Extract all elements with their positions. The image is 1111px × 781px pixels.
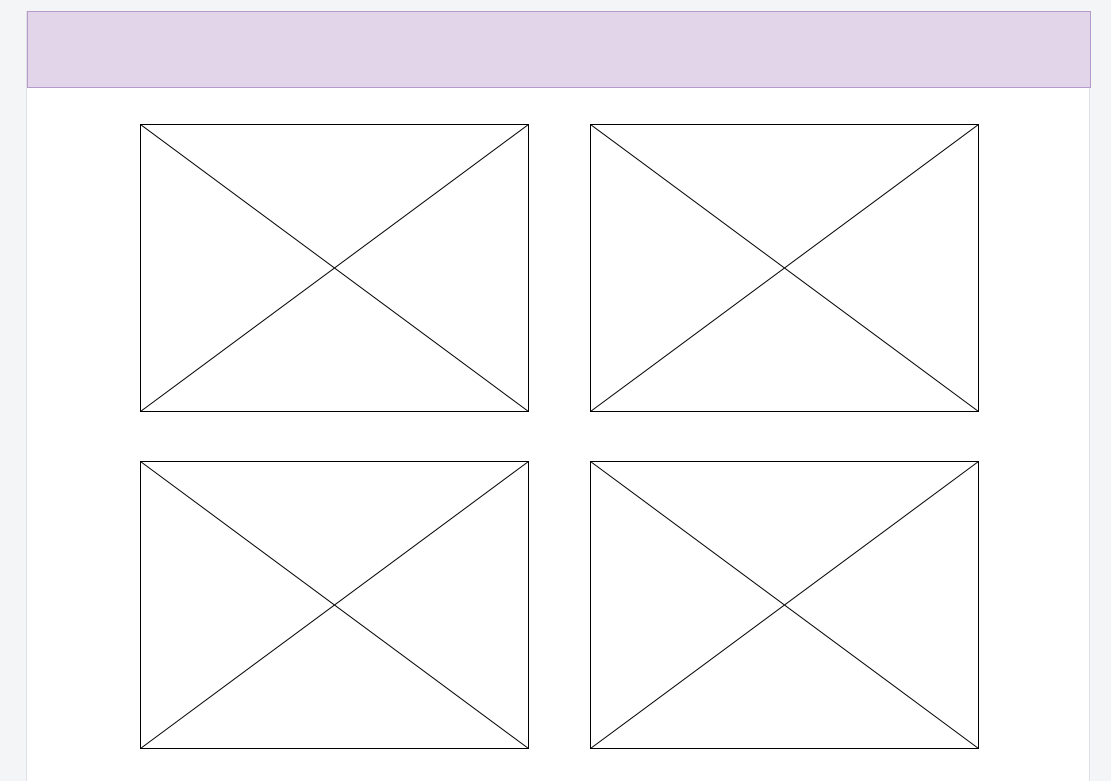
image-placeholder (590, 461, 979, 749)
image-placeholder (140, 124, 529, 412)
image-placeholder (140, 461, 529, 749)
header-band (27, 11, 1091, 88)
image-placeholder-icon (140, 124, 529, 412)
image-placeholder-icon (590, 461, 979, 749)
image-placeholder-icon (590, 124, 979, 412)
page-canvas (26, 11, 1091, 781)
image-placeholder-icon (140, 461, 529, 749)
image-placeholder (590, 124, 979, 412)
